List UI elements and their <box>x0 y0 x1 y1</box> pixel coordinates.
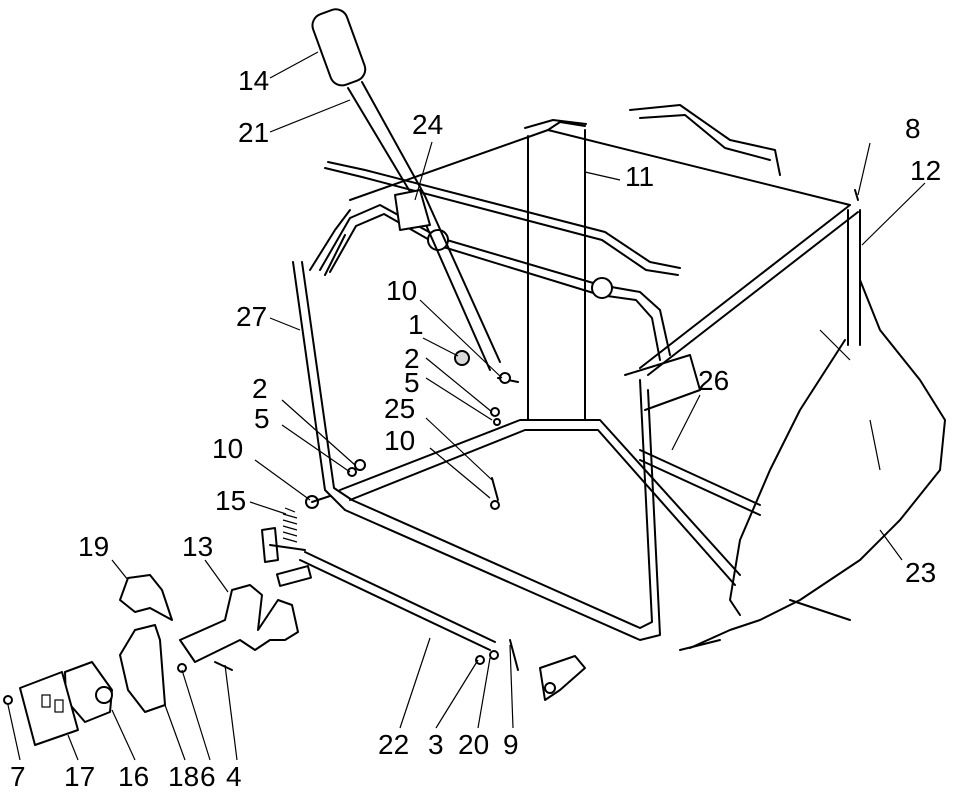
label-27: 27 <box>236 301 267 332</box>
label-25: 25 <box>384 393 415 424</box>
grass-bag <box>629 104 946 651</box>
label-5-upper: 5 <box>404 367 420 398</box>
label-4: 4 <box>226 761 242 792</box>
basket-frame <box>292 119 861 641</box>
label-2-upper: 2 <box>404 343 420 374</box>
label-21: 21 <box>238 117 269 148</box>
label-23: 23 <box>905 557 936 588</box>
label-5-lower: 5 <box>254 403 270 434</box>
label-14: 14 <box>238 65 269 96</box>
label-2-lower: 2 <box>252 373 268 404</box>
label-7: 7 <box>10 761 26 792</box>
rod <box>275 551 586 701</box>
leader-lines <box>7 51 926 761</box>
latch-assembly <box>3 574 299 746</box>
label-1: 1 <box>408 309 424 340</box>
label-18: 18 <box>168 761 199 792</box>
handle-arm <box>319 204 671 361</box>
label-16: 16 <box>118 761 149 792</box>
label-6: 6 <box>200 761 216 792</box>
label-17: 17 <box>64 761 95 792</box>
label-19: 19 <box>78 531 109 562</box>
spring-assembly <box>261 507 306 563</box>
label-3: 3 <box>428 729 444 760</box>
label-10-left: 10 <box>212 433 243 464</box>
label-10-middle: 10 <box>384 425 415 456</box>
label-22: 22 <box>378 729 409 760</box>
upper-bar <box>324 161 681 276</box>
label-15: 15 <box>215 485 246 516</box>
part-labels: 14 21 24 11 8 12 10 1 27 2 5 26 2 5 25 1… <box>10 65 941 792</box>
label-20: 20 <box>458 729 489 760</box>
label-26: 26 <box>698 365 729 396</box>
label-13: 13 <box>182 531 213 562</box>
label-12: 12 <box>910 155 941 186</box>
label-11: 11 <box>625 161 654 192</box>
label-8: 8 <box>905 113 921 144</box>
label-10-upper: 10 <box>386 275 417 306</box>
label-24: 24 <box>412 109 443 140</box>
fasteners <box>305 189 859 510</box>
label-9: 9 <box>503 729 519 760</box>
